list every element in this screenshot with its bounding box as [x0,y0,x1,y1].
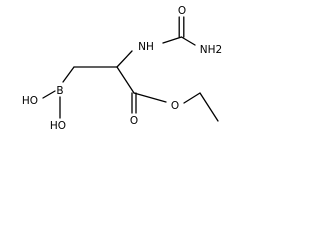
bond-lines [42,16,219,122]
bond-nh-ch [116,50,133,68]
bond-urea-c-nh2 [180,36,196,46]
bond-b-oh-upper [42,90,56,99]
atom-label-boron-oh-upper: HO [22,95,38,107]
atom-label-boron: B [56,85,63,97]
atom-label-carbonyl-oxygen: O [130,115,138,127]
atom-label-ester-oxygen: O [171,100,179,112]
bond-ch-carbonyl [116,66,135,94]
atom-label-amine-nitrogen: NH [138,41,154,53]
atom-label-boron-oh-lower: HO [50,120,66,132]
chemical-structure: O NH NH2 B HO HO O O [22,5,222,132]
atom-label-urea-nh2: NH2 [200,44,222,56]
bond-urea-c-nh [162,36,183,44]
bond-ethyl [199,92,219,122]
bond-ch2-b [62,66,75,83]
bond-ester-o-ch2 [183,92,201,104]
bond-carbonyl-ester-o [133,92,167,103]
atom-label-urea-oxygen: O [178,5,186,17]
atom-labels: O NH NH2 B HO HO O O [22,5,222,132]
